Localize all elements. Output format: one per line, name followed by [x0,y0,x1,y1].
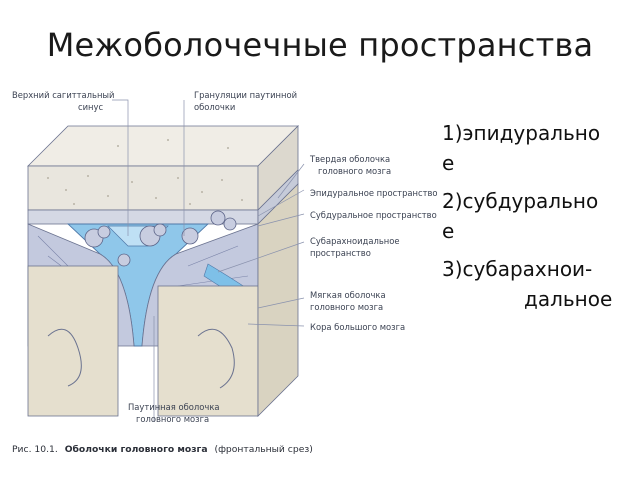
figure-caption: Рис. 10.1. Оболочки головного мозга (фро… [12,444,313,455]
space-list: 1)эпидурально е 2)субдурально е 3)субара… [442,118,638,322]
label-pia-1: Мягкая оболочка [310,290,386,300]
page-title: Межоболочечные пространства [46,26,594,64]
label-granulations-2: оболочки [194,102,235,112]
caption-prefix: Рис. 10.1. [12,444,58,455]
list-item-wrap: е [442,151,455,175]
label-pia-2: головного мозга [310,302,383,312]
label-cortex: Кора большого мозга [310,322,405,332]
list-item-text: 3)субарахнои- [442,257,593,281]
label-sinus-2: синус [78,102,103,112]
skull-layer [27,125,299,211]
label-dura-1: Твердая оболочка [309,154,390,164]
leader-lines [112,99,305,422]
arachnoid-granulations [70,210,237,268]
cerebral-cortex [27,183,299,417]
meninges-illustration: Верхний сагиттальный синус Грануляции па… [12,90,438,455]
list-item-epidural: 1)эпидурально е [442,118,638,178]
label-arachnoid-1: Паутинная оболочка [128,402,220,412]
list-item-wrap: дальное [524,287,613,311]
label-subarachnoid-1: Субарахноидальное [310,236,400,246]
label-granulations-1: Грануляции паутинной [194,90,297,100]
list-item-subdural: 2)субдурально е [442,186,638,246]
caption-bold: Оболочки головного мозга [65,444,208,455]
list-item-text: 2)субдурально [442,189,599,213]
list-item-text: 1)эпидурально [442,121,601,145]
label-sinus-1: Верхний сагиттальный [12,90,114,100]
list-item-subarachnoid: 3)субарахнои- дальное [442,254,638,314]
list-item-wrap: е [442,219,455,243]
label-subarachnoid-2: пространство [310,248,371,258]
caption-suffix: (фронтальный срез) [214,444,312,455]
label-subdural: Субдуральное пространство [310,210,437,220]
label-epidural: Эпидуральное пространство [310,188,438,198]
figure-labels: Верхний сагиттальный синус Грануляции па… [12,90,438,424]
label-arachnoid-2: головного мозга [136,414,209,424]
label-dura-2: головного мозга [318,166,391,176]
